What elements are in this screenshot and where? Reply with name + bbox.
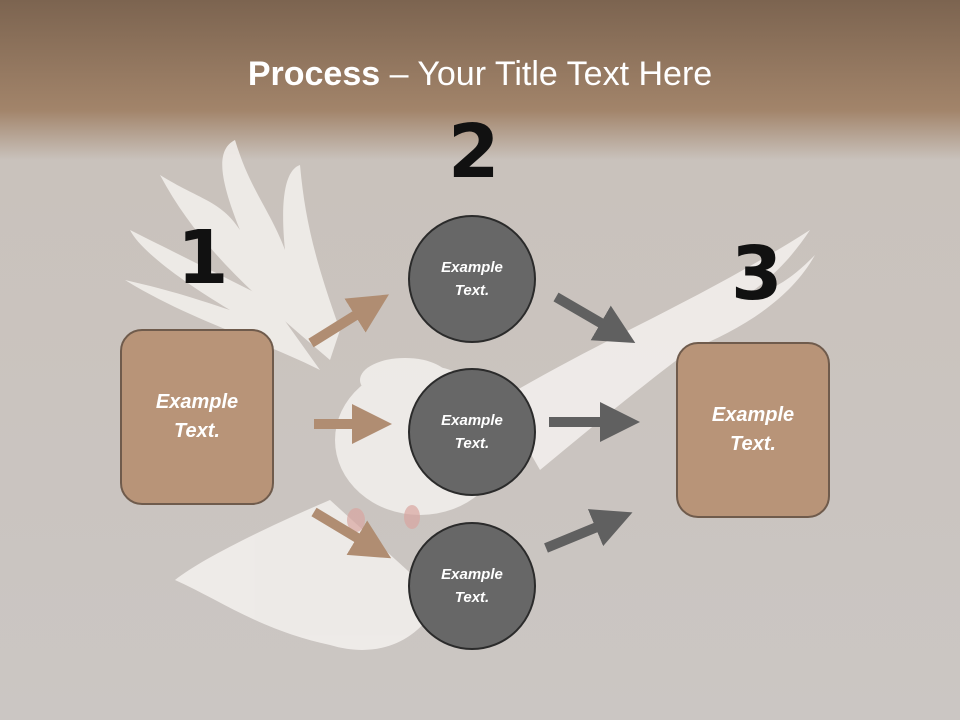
circle-bottom-line-1: Example	[441, 566, 503, 583]
right-text-box[interactable]: Example Text.	[676, 342, 830, 518]
circle-middle-line-1: Example	[441, 412, 503, 429]
slide-title: Process – Your Title Text Here	[0, 52, 960, 96]
step-number-2: 2	[448, 109, 500, 195]
title-bold-part: Process	[247, 55, 381, 93]
circle-middle-line-2: Text.	[454, 435, 490, 452]
circle-top-line-1: Example	[441, 259, 503, 276]
circle-top-line-2: Text.	[454, 282, 490, 299]
left-text-box[interactable]: Example Text.	[120, 329, 274, 505]
circle-bottom-line-2: Text.	[454, 589, 490, 606]
circle-top[interactable]: Example Text.	[408, 215, 536, 343]
arrow-circle-bottom-to-box	[544, 509, 633, 553]
arrow-box-to-circle-top	[308, 294, 389, 348]
circle-bottom[interactable]: Example Text.	[408, 522, 536, 650]
right-box-line-1: Example	[711, 404, 795, 426]
step-number-1: 1	[177, 215, 229, 301]
arrow-circle-top-to-box	[553, 292, 636, 344]
circle-middle[interactable]: Example Text.	[408, 368, 536, 496]
step-number-3: 3	[731, 231, 783, 317]
left-box-line-1: Example	[155, 391, 239, 413]
right-box-line-2: Text.	[730, 433, 776, 455]
title-rest-part: – Your Title Text Here	[380, 55, 713, 93]
left-box-line-2: Text.	[174, 420, 220, 442]
arrow-box-to-circle-bottom	[311, 507, 392, 559]
